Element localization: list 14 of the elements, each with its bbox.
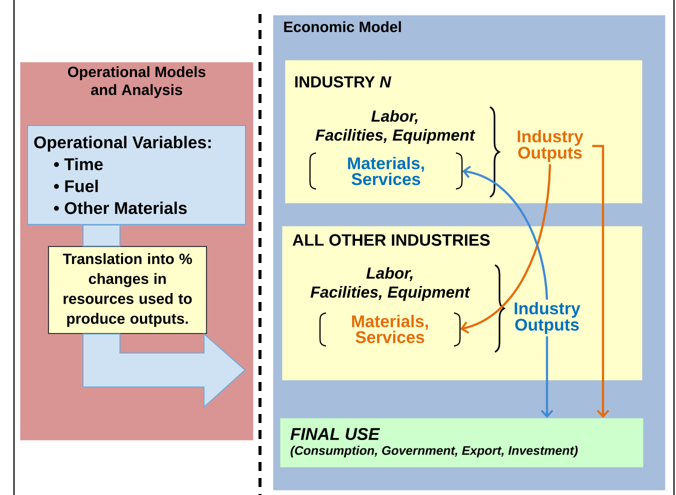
arrow bbox=[540, 336, 554, 418]
arrow bbox=[462, 166, 548, 300]
variables-box: Operational Variables: • Time • Fuel • Other Materials bbox=[27, 125, 246, 225]
arrow bbox=[460, 164, 552, 334]
inputs-text: Materials, Services bbox=[348, 156, 424, 186]
resource-label: Labor, Facilities, Equipment bbox=[310, 267, 470, 301]
outputs-text: Industry Outputs bbox=[518, 130, 584, 162]
note-box: Translation into % changes in resources used to produce outputs. bbox=[48, 246, 207, 334]
final-use-box: FINAL USE (Consumption, Government, Export, Investment) bbox=[280, 418, 644, 468]
arrow bbox=[592, 144, 610, 418]
inputs-text: Materials, Services bbox=[352, 314, 428, 344]
resource-label: Labor, Facilities, Equipment bbox=[316, 110, 476, 144]
outputs-text: Industry Outputs bbox=[514, 302, 580, 334]
block-arrow bbox=[82, 224, 246, 408]
